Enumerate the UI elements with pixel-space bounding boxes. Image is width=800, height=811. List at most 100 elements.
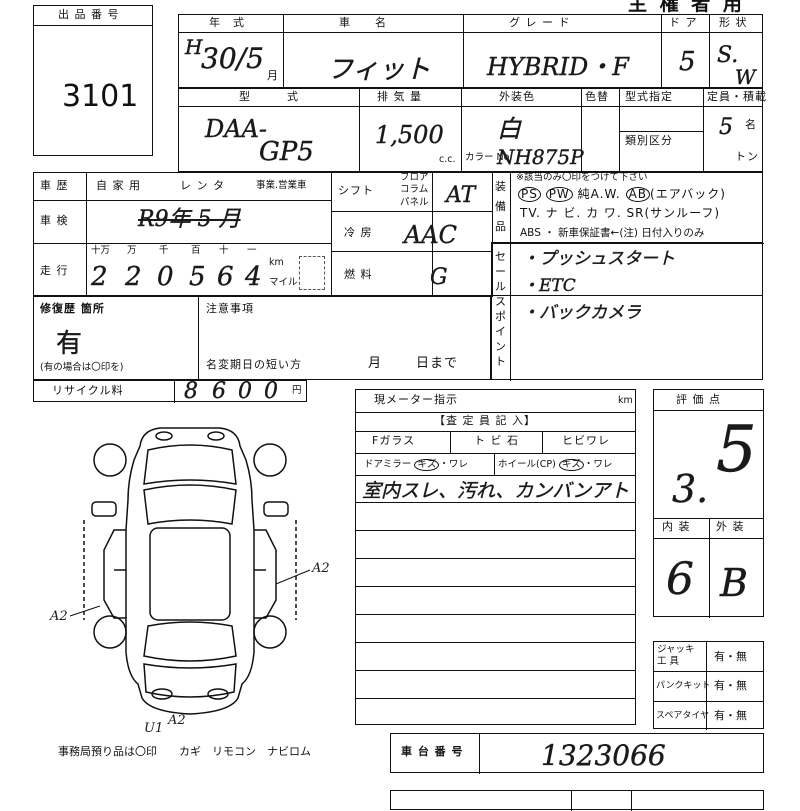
- car-rear-glass: [143, 621, 237, 662]
- evaluation-label: 評 価 点: [676, 393, 721, 406]
- wheel-label: ホイール(CP) キズ・ワレ: [498, 459, 613, 472]
- mark-rear-left: U1: [144, 721, 163, 736]
- sales-point-item: ・ETC: [522, 276, 576, 296]
- color-code-label: カラー No.: [465, 152, 513, 163]
- car-trunk: [143, 663, 237, 698]
- mileage-label: 走 行: [40, 264, 69, 277]
- aircon-value: AAC: [404, 221, 458, 249]
- equipment-label: 装 備 品: [495, 180, 507, 233]
- puncture-value: 有・無: [714, 679, 747, 692]
- mark-left: A2: [49, 609, 68, 624]
- equip-ps: PS: [518, 187, 541, 203]
- chassis-label: 車 台 番 号: [401, 745, 464, 758]
- category-label: 類別区分: [625, 134, 673, 147]
- condition-block: 車 歴 自 家 用 レ ン タ 事業.営業車 車 検 R9年 5 月 走 行 シ…: [33, 172, 764, 297]
- recycle-label: リサイクル料: [52, 384, 124, 397]
- exterior-grade-label: 外 装: [716, 520, 745, 533]
- mileage-digits: 十万 万 千 百 十 一 2 2 0 5 6 4 km マイル: [85, 244, 325, 296]
- interior-value: 6: [666, 554, 694, 605]
- evaluation-score-main: 3.: [672, 467, 709, 511]
- name-value: フィット: [327, 55, 431, 85]
- recycle-digit-1: 8: [184, 379, 198, 404]
- repair-notes-block: 修復歴 箇所 有 (有の場合は〇印を) 注意事項 名変期日の短い方 月 日まで: [33, 296, 491, 381]
- meter-label: 現メーター指示: [374, 393, 458, 406]
- mileage-mile-box: [299, 256, 325, 290]
- inspector-comment: 室内スレ、汚れ、カンバンアト: [362, 480, 630, 502]
- wheel-rear-right: [253, 615, 287, 649]
- exterior-color-label: 外装色: [499, 90, 535, 103]
- glass-label: Fガラス: [372, 434, 416, 447]
- equipment-row3: ABS ・ 新車保証書←(注) 日付入りのみ: [520, 227, 705, 239]
- mirror-crack: ・ワレ: [439, 459, 468, 470]
- chassis-box: 車 台 番 号 1323066: [390, 733, 764, 774]
- equip-aw: 純A.W.: [577, 187, 621, 201]
- year-value: 30/5: [201, 42, 264, 75]
- mileage-km: km: [269, 257, 284, 268]
- evaluation-score-sub: 5: [716, 413, 757, 487]
- ton-unit: トン: [735, 150, 759, 163]
- bottom-partial-box: [390, 790, 764, 811]
- mirror-scratch: キズ: [414, 459, 440, 472]
- equipment-row1: PS PW 純A.W. AB(エアバック): [518, 187, 726, 203]
- capacity-unit: 名: [745, 118, 757, 131]
- mileage-digit-5: 6: [217, 262, 234, 292]
- shift-panel: パネル: [400, 197, 429, 208]
- mileage-digit-2: 2: [125, 262, 142, 292]
- spare-value: 有・無: [714, 709, 747, 722]
- history-option-business: 事業.営業車: [256, 180, 307, 191]
- displacement-unit: c.c.: [439, 154, 456, 165]
- wheel-rear-left: [93, 615, 127, 649]
- history-label: 車 歴: [40, 179, 69, 192]
- mileage-unit-10: 十: [219, 245, 229, 256]
- year-label: 年 式: [209, 16, 245, 29]
- fuel-label: 燃 料: [344, 268, 373, 281]
- displacement-value: 1,500: [375, 121, 444, 149]
- meter-panel: 現メーター指示 km 【査 定 員 記 入】 Fガラス ト ビ 石 ヒビワレ ド…: [355, 389, 636, 725]
- jack-value: 有・無: [714, 650, 747, 663]
- shift-floor: フロア: [400, 172, 429, 183]
- wheel-text: ホイール(CP): [498, 459, 556, 470]
- wheel-front-left: [93, 443, 127, 477]
- equip-ab: AB: [625, 187, 651, 203]
- exterior-grade-value: B: [720, 561, 748, 605]
- mark-right: A2: [311, 561, 330, 576]
- chassis-number: 1323066: [541, 739, 666, 772]
- model-label: 型 式: [239, 90, 299, 103]
- spare-label: スペアタイヤ: [656, 711, 710, 721]
- history-option-rental: レ ン タ: [180, 179, 225, 192]
- mileage-unit-10k: 万: [127, 245, 137, 256]
- doors-value: 5: [679, 47, 696, 77]
- wheel-scratch: キズ: [558, 459, 584, 472]
- capacity-value: 5: [719, 115, 733, 140]
- repair-label: 修復歴 箇所: [40, 302, 105, 315]
- mileage-mile: マイル: [269, 277, 298, 288]
- type-spec-label: 型式指定: [625, 90, 673, 103]
- body-type-bottom: W: [735, 65, 756, 89]
- grade-label: グ レ ー ド: [509, 16, 571, 29]
- year-month-unit: 月: [267, 69, 279, 82]
- damage-diagram: A2 A2 U1 A2: [49, 427, 330, 736]
- evaluation-box: 評 価 点 3. 5 内 装 外 装 6 B: [653, 389, 764, 618]
- interior-label: 内 装: [662, 520, 691, 533]
- car-hood: [143, 444, 237, 485]
- history-option-private: 自 家 用: [96, 179, 141, 192]
- mileage-digit-6: 4: [245, 262, 262, 292]
- wheel-crack: ・ワレ: [583, 459, 613, 470]
- car-roof: [149, 527, 231, 621]
- crack-label: ヒビワレ: [562, 434, 610, 447]
- jack-label: ジャッキ 工 具: [657, 644, 695, 667]
- color-code: NH875P: [497, 145, 584, 169]
- chip-label: ト ビ 石: [474, 434, 519, 447]
- recycle-digit-3: 0: [238, 379, 252, 404]
- puncture-label: パンクキット: [656, 681, 711, 691]
- shift-column: コラム: [400, 184, 429, 195]
- equip-ab-note: (エアバック): [650, 187, 726, 201]
- mileage-digit-4: 5: [189, 262, 206, 292]
- header-title: 主 権 者 用: [628, 0, 745, 15]
- office-note: 事務局預り品は〇印 カギ リモコン ナビロム: [58, 745, 311, 758]
- repair-value: 有: [56, 329, 83, 359]
- mileage-digit-1: 2: [91, 262, 108, 292]
- model-line2: GP5: [259, 137, 314, 167]
- sales-points-label: セールスポイント: [495, 250, 507, 368]
- sales-points-list: ・プッシュスタート・ETC・バックカメラ: [522, 250, 675, 332]
